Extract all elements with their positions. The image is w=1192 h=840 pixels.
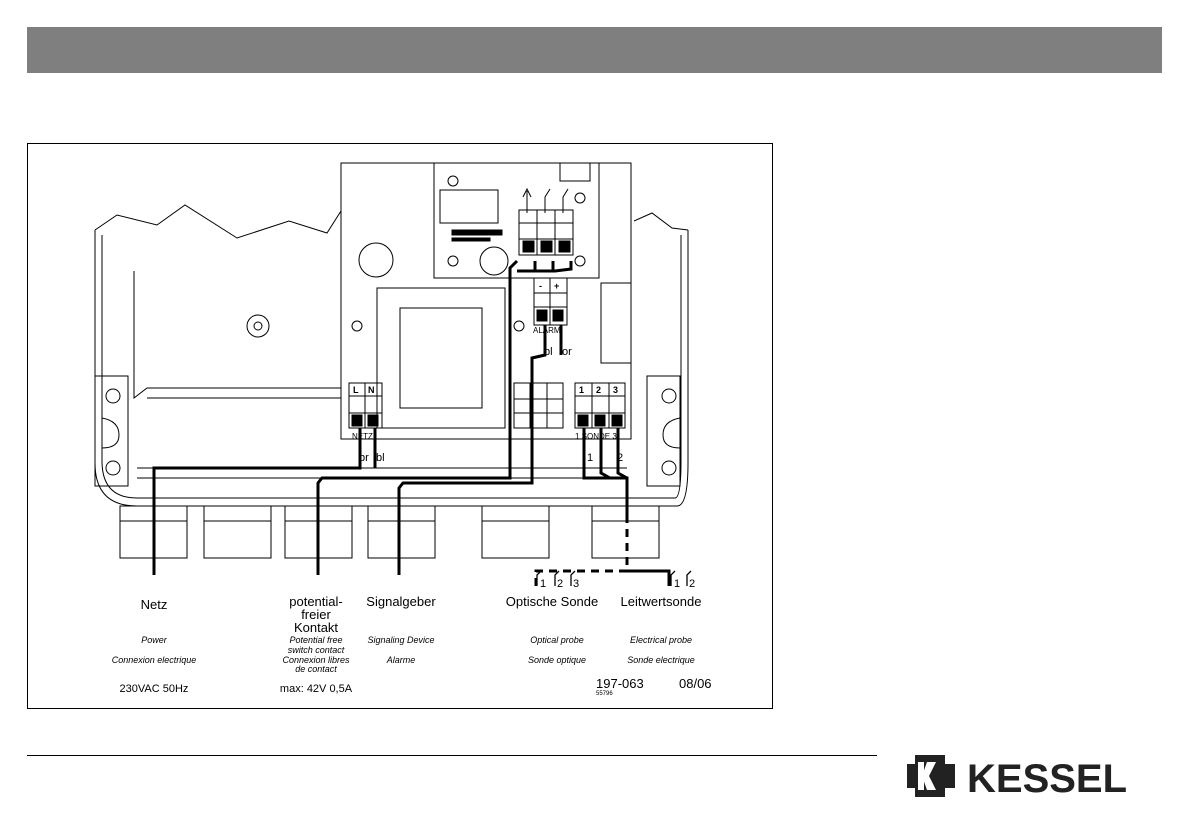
caption-optical-en: Optical probe [530, 635, 584, 645]
term-sonde-3: 3 [613, 385, 618, 395]
right-bracket [646, 375, 681, 487]
probe-wire-2: 2 [617, 452, 623, 464]
caption-optical-fr: Sonde optique [528, 655, 586, 665]
caption-netz: Netz [141, 597, 168, 612]
caption-switch-fr-1: Connexion libres [282, 655, 350, 665]
alarm-wire-bl: bl [544, 346, 553, 358]
wiring-diagram: L N NETZ - + ALARM bl or 1 2 3 1 SONDE 3… [94, 162, 712, 697]
caption-potential-3: Kontakt [294, 620, 338, 635]
caption-voltage: 230VAC 50Hz [120, 683, 189, 695]
lid-edge [94, 204, 342, 239]
term-alarm-plus: + [554, 281, 559, 291]
main-board [340, 162, 632, 440]
left-bracket [94, 375, 129, 487]
electrical-pin-2: 2 [689, 578, 695, 590]
gland-4 [367, 505, 436, 559]
caption-electrical-en: Electrical probe [630, 635, 692, 645]
left-recess [133, 271, 341, 400]
screw-hole [246, 314, 270, 338]
netz-wire-br: br [359, 452, 369, 464]
caption-signal: Signalgeber [366, 594, 436, 609]
term-alarm-minus: - [539, 281, 542, 291]
optical-pin-3: 3 [573, 578, 579, 590]
caption-switch-en-1: Potential free [289, 635, 342, 645]
caption-potential-1: potential- [289, 594, 342, 609]
caption-potential-2: freier [301, 607, 331, 622]
netz-label: NETZ [352, 432, 373, 441]
caption-signal-fr: Alarme [386, 655, 416, 665]
caption-switch-en-2: switch contact [288, 645, 345, 655]
caption-conductivity: Leitwertsonde [621, 594, 702, 609]
caption-optical: Optische Sonde [506, 594, 599, 609]
header-bar [27, 27, 1162, 73]
kessel-logo-icon [907, 755, 955, 797]
alarm-wire-or: or [562, 346, 572, 358]
caption-power-en: Power [141, 635, 168, 645]
doc-sub-number: 55796 [596, 691, 613, 697]
wire-netz [152, 428, 362, 575]
doc-date: 08/06 [679, 676, 712, 691]
probe-wire-1: 1 [587, 452, 593, 464]
gland-5 [481, 505, 550, 559]
gland-2 [203, 505, 272, 559]
netz-wire-bl: bl [376, 452, 385, 464]
caption-contact-rating: max: 42V 0,5A [280, 683, 353, 695]
footer-rule [27, 755, 877, 756]
alarm-label: ALARM [533, 326, 561, 335]
housing-inner [101, 235, 682, 499]
kessel-logo: KESSEL [907, 755, 1127, 800]
caption-power-fr: Connexion electrique [112, 655, 197, 665]
brand-name: KESSEL [967, 757, 1127, 800]
electrical-pin-1: 1 [674, 578, 680, 590]
optical-pin-1: 1 [540, 578, 546, 590]
relay-module [433, 162, 600, 279]
caption-switch-fr-2: de contact [295, 664, 337, 674]
transformer [376, 287, 506, 429]
diagram-frame [27, 143, 773, 709]
doc-number: 197-063 [596, 676, 644, 691]
knob [358, 242, 394, 278]
term-sonde-2: 2 [596, 385, 601, 395]
wire-alarm [397, 325, 547, 575]
sonde-label: 1 SONDE 3 [575, 432, 617, 441]
term-N: N [368, 385, 375, 395]
caption-electrical-fr: Sonde electrique [627, 655, 695, 665]
term-L: L [353, 385, 359, 395]
wire-relay [316, 259, 519, 575]
caption-signal-en: Signaling Device [367, 635, 434, 645]
term-sonde-1: 1 [579, 385, 584, 395]
wire-probe [582, 428, 629, 515]
optical-pin-2: 2 [557, 578, 563, 590]
